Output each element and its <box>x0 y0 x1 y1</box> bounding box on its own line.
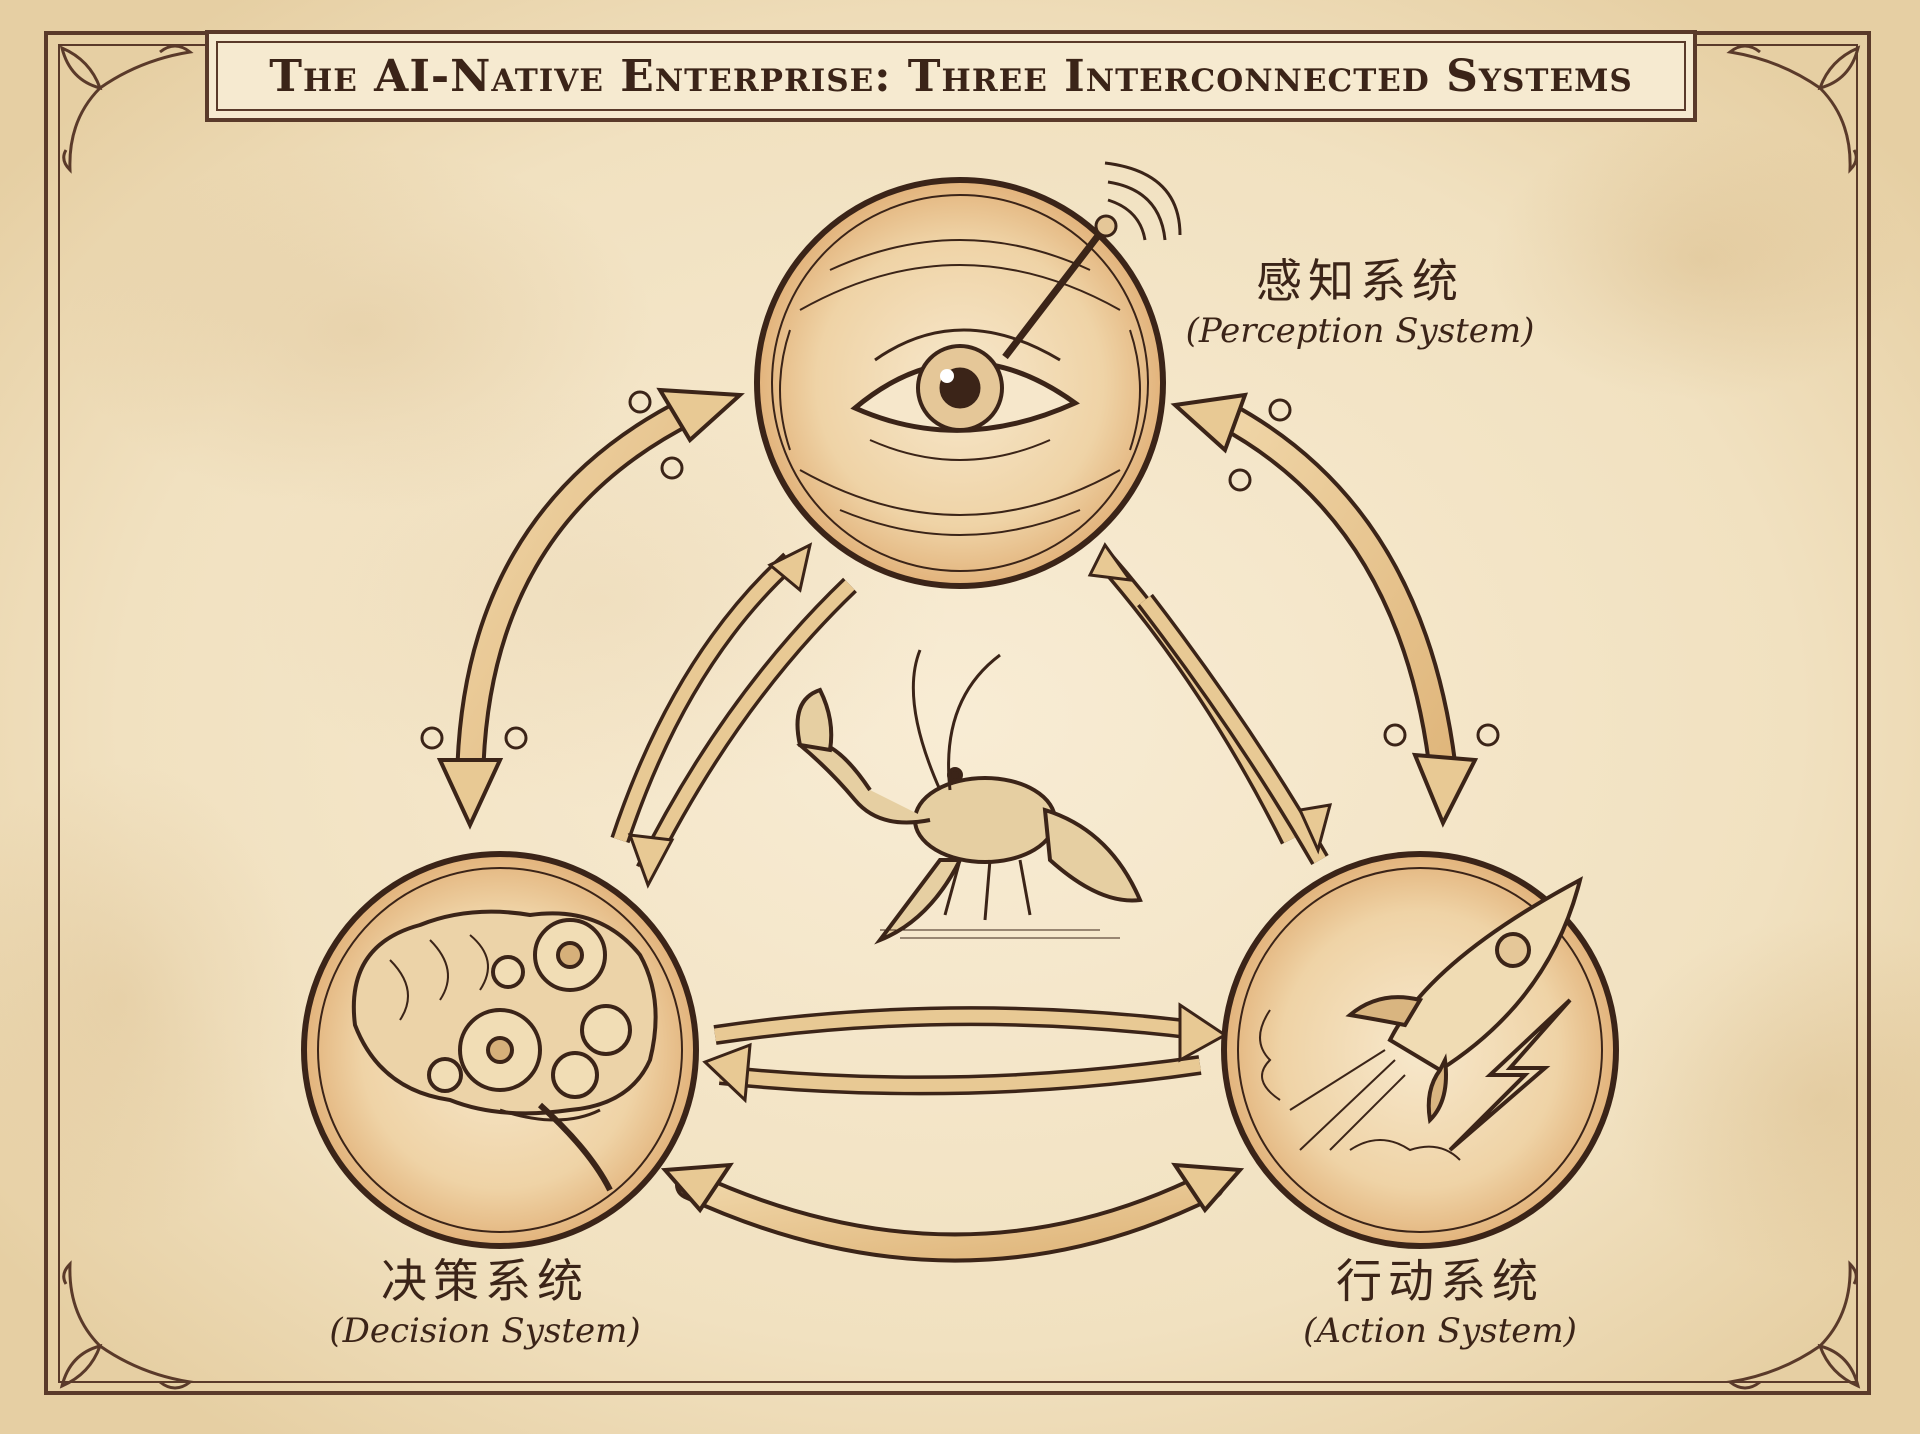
brain-with-gears-icon <box>351 909 658 1192</box>
action-label-zh: 行动系统 <box>1336 1254 1544 1308</box>
arrow-perception-decision <box>420 387 745 830</box>
decision-label-zh: 决策系统 <box>381 1254 589 1308</box>
decision-medallion <box>301 851 699 1249</box>
eye-with-antenna-icon <box>779 161 1182 536</box>
crayfish-icon <box>795 649 1143 945</box>
action-label-en: (Action System) <box>1303 1311 1577 1351</box>
arrow-decision-action-outer <box>660 1162 1245 1263</box>
action-medallion <box>1221 851 1619 1249</box>
perception-label: 感知系统 (Perception System) <box>1180 245 1540 351</box>
perception-label-en: (Perception System) <box>1185 311 1535 351</box>
rocket-with-lightning-icon <box>1259 876 1584 1161</box>
corner-flourish-icon <box>59 1260 194 1390</box>
corner-flourish-icon <box>59 44 194 174</box>
inner-arrows-perception-action <box>1087 542 1333 865</box>
decision-label-en: (Decision System) <box>329 1311 641 1351</box>
inner-arrows-decision-action <box>702 1002 1228 1104</box>
action-label: 行动系统 (Action System) <box>1290 1245 1590 1351</box>
arrow-perception-action <box>1170 392 1500 828</box>
decision-label: 决策系统 (Decision System) <box>315 1245 655 1351</box>
perception-label-zh: 感知系统 <box>1256 254 1464 308</box>
corner-flourish-icon <box>1726 44 1861 174</box>
perception-medallion <box>754 161 1182 589</box>
corner-flourish-icon <box>1726 1260 1861 1390</box>
diagram-title: The AI-Native Enterprise: Three Intercon… <box>269 50 1633 102</box>
title-plate: The AI-Native Enterprise: Three Intercon… <box>205 30 1697 122</box>
inner-arrows-decision-perception <box>610 542 857 889</box>
